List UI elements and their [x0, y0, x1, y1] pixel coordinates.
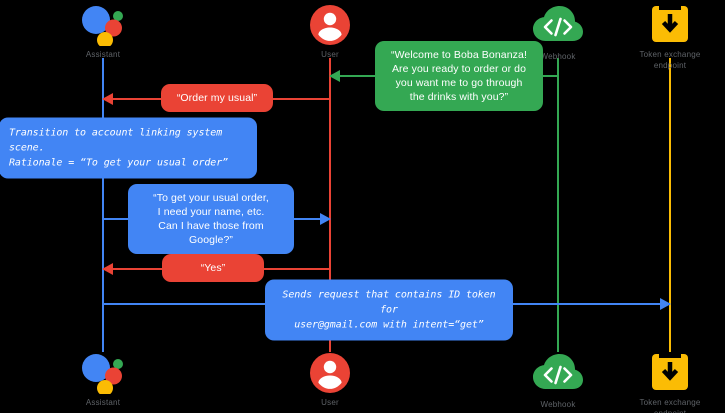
message-order-my-usual: “Order my usual” — [161, 84, 273, 112]
actor-user-bottom: User — [275, 352, 385, 408]
actor-webhook-bottom: Webhook — [503, 354, 613, 410]
lifeline-webhook — [557, 58, 559, 352]
arrow-head — [660, 298, 671, 310]
actor-assistant-bottom: Assistant — [48, 352, 158, 408]
actor-label-user: User — [321, 398, 339, 407]
actor-assistant-top: Assistant — [48, 4, 158, 60]
inbox-download-icon — [615, 4, 725, 46]
message-sends-request: Sends request that contains ID token for… — [265, 279, 513, 341]
actor-label-webhook: Webhook — [540, 52, 576, 61]
arrow-head — [320, 213, 331, 225]
cloud-code-icon — [503, 6, 613, 48]
user-avatar-icon — [275, 4, 385, 46]
message-welcome: “Welcome to Boba Bonanza! Are you ready … — [375, 41, 543, 111]
user-avatar-icon — [275, 352, 385, 394]
actor-label-assistant: Assistant — [85, 50, 121, 59]
actor-endpoint-bottom: Token exchange endpoint — [615, 352, 725, 413]
cloud-code-icon — [503, 354, 613, 396]
lifeline-user — [329, 58, 331, 352]
actor-label-webhook: Webhook — [540, 400, 576, 409]
lifeline-assistant — [102, 58, 104, 352]
google-assistant-icon — [48, 4, 158, 48]
arrow-head — [102, 93, 113, 105]
actor-label-assistant: Assistant — [85, 398, 121, 407]
message-transition-note: Transition to account linking system sce… — [0, 117, 257, 179]
actor-user-top: User — [275, 4, 385, 60]
arrow-head — [329, 70, 340, 82]
actor-label-user: User — [321, 50, 339, 59]
message-yes: “Yes” — [162, 254, 264, 282]
arrow-head — [102, 263, 113, 275]
actor-label-endpoint: Token exchange endpoint — [639, 398, 701, 413]
lifeline-endpoint — [669, 58, 671, 352]
actor-label-endpoint: Token exchange endpoint — [639, 50, 701, 70]
inbox-download-icon — [615, 352, 725, 394]
google-assistant-icon — [48, 352, 158, 396]
actor-webhook-top: Webhook — [503, 6, 613, 62]
message-need-your-name: “To get your usual order, I need your na… — [128, 184, 294, 254]
actor-endpoint-top: Token exchange endpoint — [615, 4, 725, 71]
